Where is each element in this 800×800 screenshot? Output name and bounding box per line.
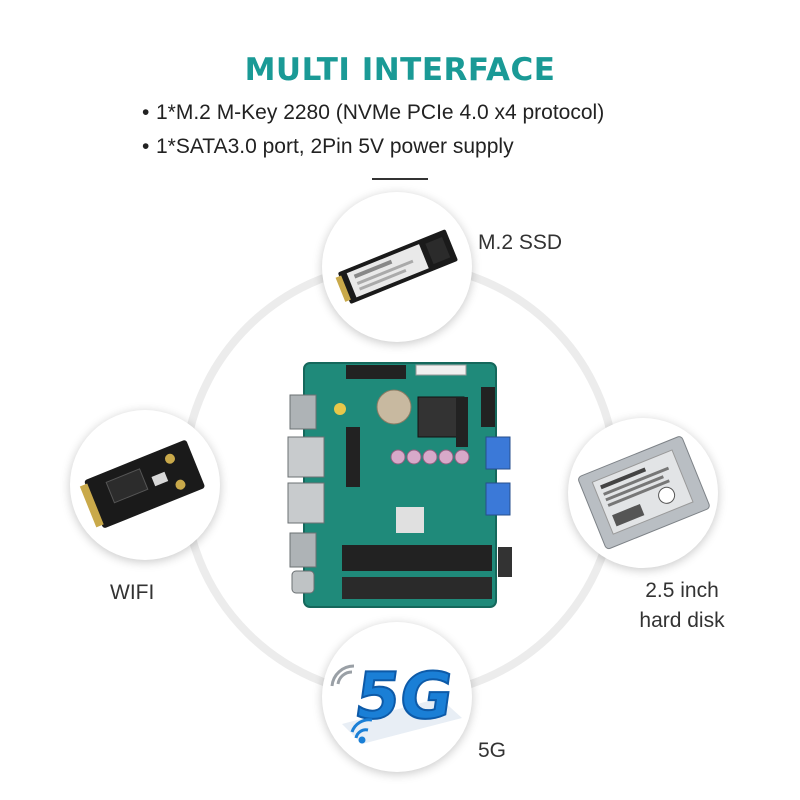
feature-text: 1*SATA3.0 port, 2Pin 5V power supply: [156, 135, 514, 158]
hard-disk-node: [568, 418, 718, 568]
5g-badge: 5G: [350, 659, 458, 734]
wifi-node: [70, 410, 220, 560]
5g-label: 5G: [478, 739, 507, 762]
feature-item: •1*M.2 M-Key 2280 (NVMe PCIe 4.0 x4 prot…: [142, 101, 605, 124]
divider: [372, 178, 428, 180]
feature-list: •1*M.2 M-Key 2280 (NVMe PCIe 4.0 x4 prot…: [142, 98, 604, 166]
5g-node: 5G: [322, 622, 472, 772]
hard-disk-label-line2: hard disk: [639, 609, 725, 632]
wifi-card-icon: [79, 440, 205, 528]
hard-disk-label: 2.5 inch hard disk: [632, 576, 732, 636]
feature-text: 1*M.2 M-Key 2280 (NVMe PCIe 4.0 x4 proto…: [156, 101, 605, 124]
5g-icon: 5G: [330, 658, 462, 744]
page-title: MULTI INTERFACE: [244, 52, 556, 88]
motherboard-image: [286, 357, 514, 613]
wifi-label: WIFI: [110, 581, 155, 604]
hard-disk-icon: [578, 436, 710, 550]
m2-ssd-icon: [335, 229, 458, 304]
m2-ssd-node: [322, 192, 472, 342]
hard-disk-label-line1: 2.5 inch: [645, 579, 719, 602]
feature-item: •1*SATA3.0 port, 2Pin 5V power supply: [142, 135, 514, 158]
m2-ssd-label: M.2 SSD: [478, 231, 563, 254]
